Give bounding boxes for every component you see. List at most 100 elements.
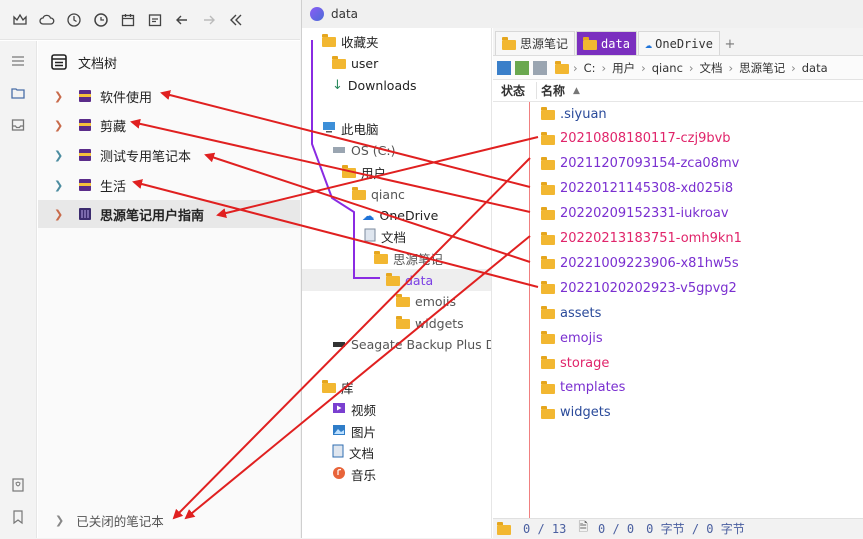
file-row[interactable]: 20220213183751-omh9kn1: [541, 229, 742, 249]
file-row[interactable]: 20211207093154-zca08mv: [541, 154, 739, 174]
folder-icon: [555, 60, 569, 74]
breadcrumb-segment[interactable]: data: [801, 60, 828, 75]
breadcrumb-segment[interactable]: 用户: [612, 60, 636, 75]
file-row[interactable]: 20220121145308-xd025i8: [541, 179, 733, 199]
chevron-right-icon[interactable]: ❯: [55, 514, 65, 527]
notebook-item[interactable]: ❯ 生活: [38, 171, 300, 199]
closed-notebooks[interactable]: ❯ 已关闭的笔记本: [55, 511, 164, 530]
tree-docs[interactable]: 文档: [332, 442, 374, 462]
breadcrumb-segment[interactable]: 思源笔记: [739, 60, 786, 75]
file-row[interactable]: templates: [541, 378, 625, 398]
separator-icon: ›: [573, 60, 578, 75]
file-row[interactable]: .siyuan: [541, 104, 607, 124]
clock-icon[interactable]: [87, 6, 114, 34]
tab-data[interactable]: data: [576, 31, 637, 55]
folder-icon: [541, 206, 555, 220]
forward-arrow-icon[interactable]: [195, 6, 222, 34]
tree-downloads[interactable]: ↓Downloads: [332, 75, 417, 95]
tree-videos[interactable]: 视频: [332, 399, 376, 419]
breadcrumb-segment[interactable]: 文档: [699, 60, 723, 75]
back-arrow-icon[interactable]: [168, 6, 195, 34]
tree-label: 此电脑: [341, 121, 379, 137]
tree-label: Seagate Backup Plus D: [351, 336, 492, 352]
tab-label: data: [601, 36, 630, 51]
file-row[interactable]: 20220209152331-iukroav: [541, 204, 729, 224]
notebook-item[interactable]: ❯ 剪藏: [38, 111, 300, 139]
inbox-icon[interactable]: [8, 115, 28, 135]
file-name: 20220213183751-omh9kn1: [560, 231, 742, 246]
crown-icon[interactable]: [6, 6, 33, 34]
file-row[interactable]: assets: [541, 303, 601, 323]
folder-icon: [541, 156, 555, 170]
breadcrumb-segment[interactable]: qianc: [651, 60, 683, 75]
collapse-icon[interactable]: [222, 6, 249, 34]
tree-users[interactable]: 用户: [342, 162, 386, 182]
column-name[interactable]: 名称: [541, 84, 566, 98]
daily-note-icon[interactable]: [141, 6, 168, 34]
notebook-item-selected[interactable]: ❯ 思源笔记用户指南: [38, 200, 300, 228]
tab-siyuan[interactable]: 思源笔记: [495, 31, 576, 55]
bookmark-icon[interactable]: [8, 475, 28, 495]
tree-label: OneDrive: [379, 207, 439, 223]
folder-icon: [322, 380, 336, 393]
history-icon[interactable]: [60, 6, 87, 34]
tree-label: 音乐: [351, 467, 377, 483]
tree-favorites[interactable]: 收藏夹: [322, 31, 379, 51]
tab-onedrive[interactable]: ☁OneDrive: [637, 31, 720, 55]
status-column-line: [529, 102, 530, 518]
tree-label: 库: [341, 380, 354, 396]
new-tab-button[interactable]: +: [724, 36, 736, 52]
tree-widgets[interactable]: widgets: [396, 313, 464, 333]
folder-icon: [541, 281, 555, 295]
notebook-icon: [78, 118, 92, 132]
file-row[interactable]: 20221009223906-x81hw5s: [541, 253, 739, 273]
chevron-right-icon[interactable]: ❯: [54, 89, 64, 103]
file-row[interactable]: emojis: [541, 328, 603, 348]
tree-library[interactable]: 库: [322, 377, 354, 397]
file-row[interactable]: 20210808180117-czj9bvb: [541, 129, 731, 149]
tree-os-c[interactable]: OS (C:): [332, 140, 395, 160]
chevron-right-icon[interactable]: ❯: [54, 178, 64, 192]
tree-music[interactable]: 音乐: [332, 464, 376, 484]
tree-pictures[interactable]: 图片: [332, 421, 376, 441]
tag-icon[interactable]: [8, 507, 28, 527]
file-tree-icon[interactable]: [8, 83, 28, 103]
file-explorer-window: data 收藏夹 user ↓Downloads 此电脑 OS (C:) 用户 …: [301, 0, 863, 538]
tree-this-pc[interactable]: 此电脑: [322, 118, 379, 138]
menu-icon[interactable]: [8, 51, 28, 71]
calendar-icon[interactable]: [114, 6, 141, 34]
download-icon: ↓: [332, 77, 343, 93]
closed-notebooks-label: 已关闭的笔记本: [76, 514, 164, 529]
tab-label: 思源笔记: [520, 37, 569, 51]
view-icon[interactable]: [497, 60, 511, 75]
folder-icon: [322, 34, 336, 47]
tree-emojis[interactable]: emojis: [396, 291, 456, 311]
tree-siyuan[interactable]: 思源笔记: [374, 248, 443, 268]
network-icon[interactable]: [515, 60, 529, 75]
notebook-item[interactable]: ❯ 软件使用: [38, 82, 300, 110]
notebook-icon: [78, 207, 92, 221]
notebook-item[interactable]: ❯ 测试专用笔记本: [38, 141, 300, 169]
folder-icon: [541, 380, 555, 394]
chevron-right-icon[interactable]: ❯: [54, 118, 64, 132]
column-status[interactable]: 状态: [493, 82, 537, 99]
file-row[interactable]: widgets: [541, 403, 611, 423]
tree-label: widgets: [415, 315, 464, 331]
tree-seagate[interactable]: Seagate Backup Plus D: [332, 334, 492, 354]
chevron-right-icon[interactable]: ❯: [54, 207, 64, 221]
tree-label: 收藏夹: [341, 34, 379, 50]
breadcrumb-segment[interactable]: C:: [583, 60, 596, 75]
tree-qianc[interactable]: qianc: [352, 184, 405, 204]
tree-documents[interactable]: 文档: [364, 226, 406, 246]
file-row[interactable]: storage: [541, 353, 609, 373]
cloud-icon[interactable]: [33, 6, 60, 34]
chevron-right-icon[interactable]: ❯: [54, 148, 64, 162]
address-bar[interactable]: › C: › 用户 › qianc › 文档 › 思源笔记 › data: [493, 56, 863, 80]
file-row[interactable]: 20221020202923-v5gpvg2: [541, 278, 737, 298]
file-tree-icon: [50, 53, 68, 71]
tree-onedrive[interactable]: ☁OneDrive: [362, 205, 438, 225]
tree-data[interactable]: data: [386, 270, 433, 290]
computer-icon[interactable]: [533, 60, 547, 75]
notebook-label: 软件使用: [100, 90, 153, 106]
tree-user[interactable]: user: [332, 53, 378, 73]
